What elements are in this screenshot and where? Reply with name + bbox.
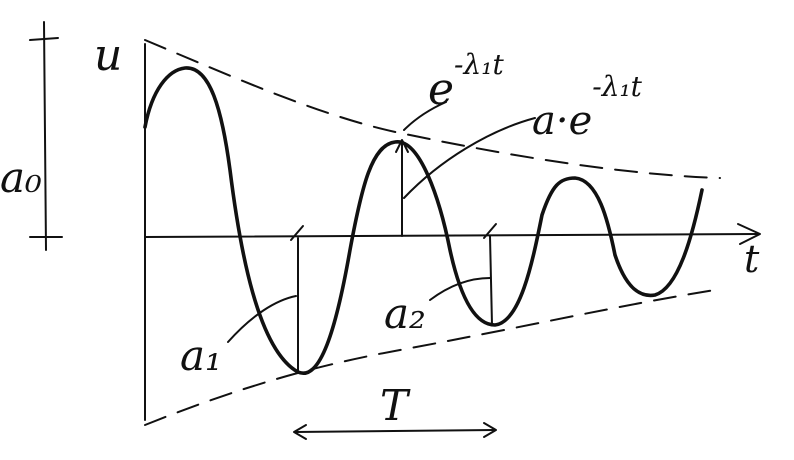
oscillation-curve xyxy=(143,66,704,375)
period-label: T xyxy=(380,381,411,430)
a0-dimension xyxy=(29,21,63,251)
a1-marker-tick xyxy=(290,225,304,241)
a0-dimension-line xyxy=(43,21,47,251)
upper-envelope xyxy=(144,39,721,179)
ae-leader xyxy=(403,117,536,199)
period-indicator xyxy=(293,422,497,440)
a0-top-tick xyxy=(29,37,59,41)
x-axis-label: t xyxy=(744,237,760,281)
a2-marker xyxy=(489,235,493,326)
e-leader xyxy=(403,101,447,131)
a2-label: a₂ xyxy=(384,289,426,338)
envelope-label-base: e xyxy=(428,64,454,115)
y-axis-label: u xyxy=(94,30,122,81)
a-marker-top-arrow xyxy=(395,139,409,153)
leader-lines xyxy=(227,101,536,343)
amplitude-envelope-label-base: a·e xyxy=(532,98,592,144)
axes xyxy=(144,43,761,421)
a2-leader xyxy=(429,277,491,301)
amplitude-envelope-label-exponent: -λ₁t xyxy=(592,70,642,103)
period-left-arrow xyxy=(293,424,307,440)
a1-label: a₁ xyxy=(180,331,222,380)
amplitude-markers xyxy=(290,139,497,373)
amplitude-envelope-label: a·e-λ₁t xyxy=(532,70,643,144)
a2-marker-tick xyxy=(483,223,497,239)
envelope-label-exponent: -λ₁t xyxy=(454,48,504,81)
lower-envelope xyxy=(144,289,716,426)
a0-label: a₀ xyxy=(0,153,42,202)
x-axis-arrowhead xyxy=(737,223,761,245)
period-line xyxy=(294,429,496,433)
period-right-arrow xyxy=(483,422,497,438)
envelope-label: e-λ₁t xyxy=(428,48,504,115)
envelopes xyxy=(144,39,721,426)
x-axis xyxy=(144,233,759,238)
a1-leader xyxy=(227,295,297,343)
